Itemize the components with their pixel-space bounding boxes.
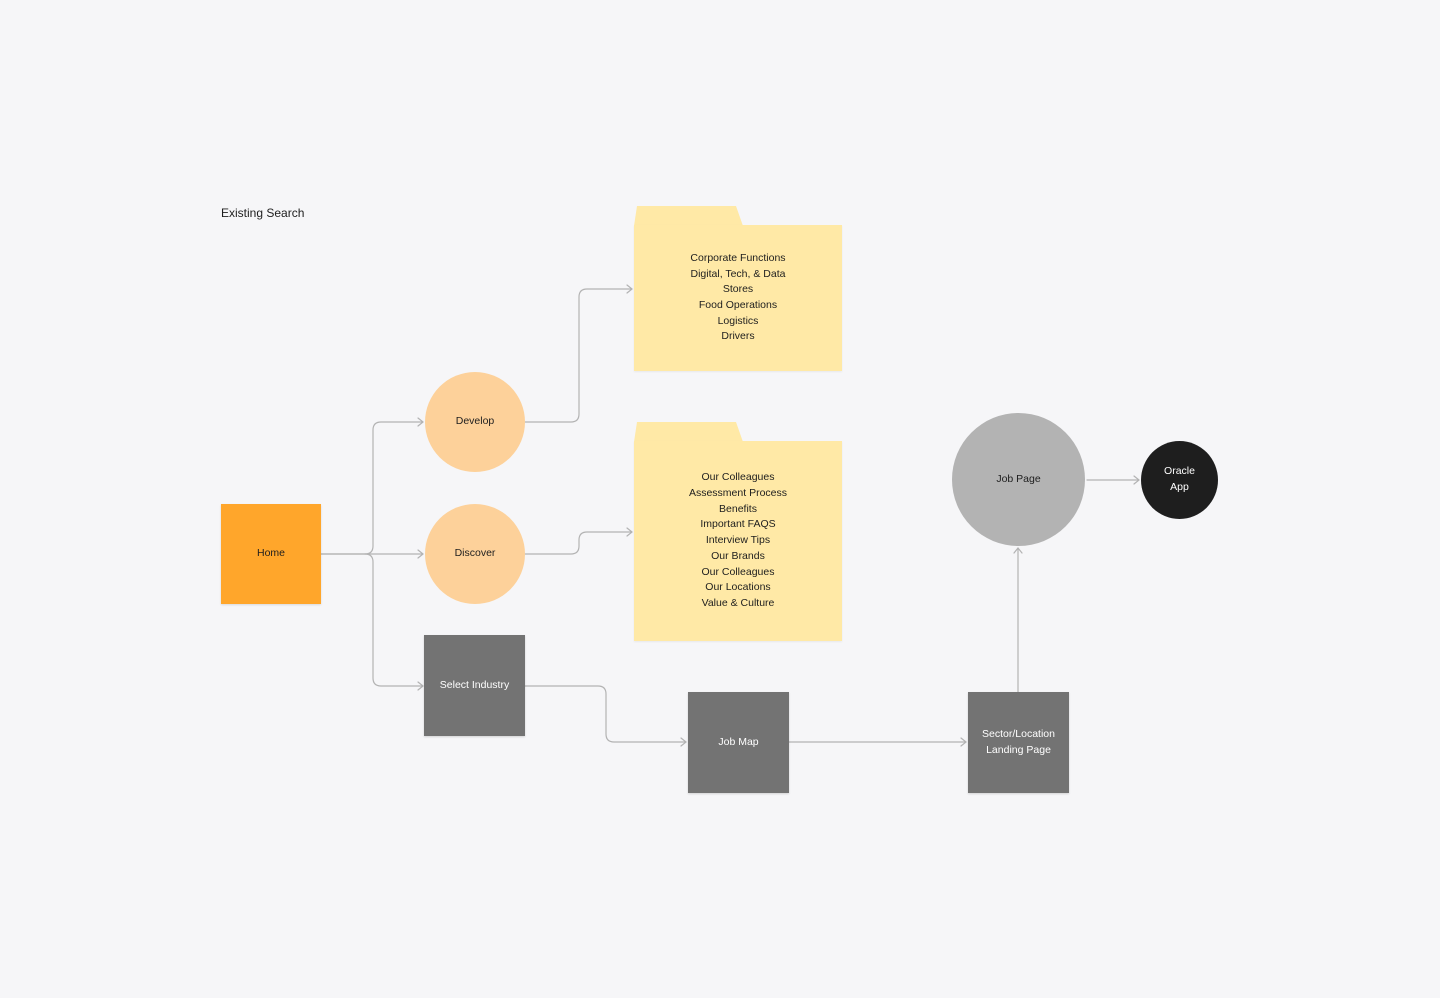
connector-home-develop — [320, 421, 424, 555]
connector-discover-folder — [524, 531, 633, 555]
arrowhead-job-page — [1013, 547, 1023, 554]
develop-folder-tab — [634, 206, 743, 226]
sector-location-landing-node-label: Sector/Location Landing Page — [982, 727, 1055, 756]
discover-folder[interactable]: Our Colleagues Assessment Process Benefi… — [634, 422, 842, 642]
diagram-title: Existing Search — [221, 206, 305, 220]
develop-node[interactable]: Develop — [425, 372, 525, 472]
oracle-app-node-label: Oracle App — [1164, 465, 1195, 493]
arrowhead-develop — [417, 417, 424, 427]
develop-folder-item: Corporate Functions — [690, 251, 786, 264]
discover-node[interactable]: Discover — [425, 504, 525, 604]
sector-location-landing-node[interactable]: Sector/Location Landing Page — [968, 692, 1069, 793]
arrowhead-discover-folder — [626, 527, 633, 537]
oracle-app-node[interactable]: Oracle App — [1141, 441, 1218, 519]
discover-folder-item: Value & Culture — [701, 596, 775, 609]
connector-home-select-industry — [364, 553, 424, 687]
home-node[interactable]: Home — [221, 504, 321, 604]
job-page-node-label: Job Page — [996, 472, 1041, 485]
discover-folder-item: Our Colleagues — [701, 565, 775, 578]
develop-folder-body: Corporate Functions Digital, Tech, & Dat… — [634, 225, 842, 371]
arrowhead-job-map — [680, 737, 687, 747]
discover-node-label: Discover — [454, 547, 496, 560]
discover-folder-item: Our Locations — [705, 581, 771, 594]
connector-select-industry-job-map — [524, 685, 687, 743]
arrowhead-develop-folder — [626, 284, 633, 294]
connector-develop-folder — [524, 288, 633, 423]
develop-node-label: Develop — [455, 415, 495, 428]
home-node-label: Home — [256, 547, 285, 560]
discover-folder-item: Assessment Process — [688, 487, 788, 500]
develop-folder[interactable]: Corporate Functions Digital, Tech, & Dat… — [634, 206, 842, 372]
discover-folder-item: Our Colleagues — [701, 471, 775, 484]
discover-folder-tab — [634, 422, 743, 442]
develop-folder-item: Digital, Tech, & Data — [690, 267, 786, 280]
discover-folder-item: Important FAQS — [700, 518, 776, 531]
select-industry-node-label: Select Industry — [439, 678, 510, 691]
job-map-node-label: Job Map — [718, 735, 759, 748]
job-map-node[interactable]: Job Map — [688, 692, 789, 793]
discover-folder-list: Our Colleagues Assessment Process Benefi… — [689, 470, 787, 611]
select-industry-node[interactable]: Select Industry — [424, 635, 525, 736]
discover-folder-item: Our Brands — [711, 549, 765, 562]
job-page-node[interactable]: Job Page — [952, 413, 1085, 546]
arrowhead-sector — [960, 737, 967, 747]
develop-folder-list: Corporate Functions Digital, Tech, & Dat… — [690, 251, 785, 345]
develop-folder-item: Food Operations — [698, 299, 778, 311]
discover-folder-item: Interview Tips — [705, 534, 771, 547]
discover-folder-item: Benefits — [719, 502, 757, 515]
develop-folder-item: Drivers — [721, 330, 755, 343]
arrowhead-discover — [417, 549, 424, 559]
arrowhead-select-industry — [417, 681, 424, 691]
arrowhead-oracle — [1133, 475, 1140, 485]
develop-folder-item: Logistics — [717, 314, 759, 327]
develop-folder-item: Stores — [722, 283, 754, 296]
discover-folder-body: Our Colleagues Assessment Process Benefi… — [634, 441, 842, 641]
